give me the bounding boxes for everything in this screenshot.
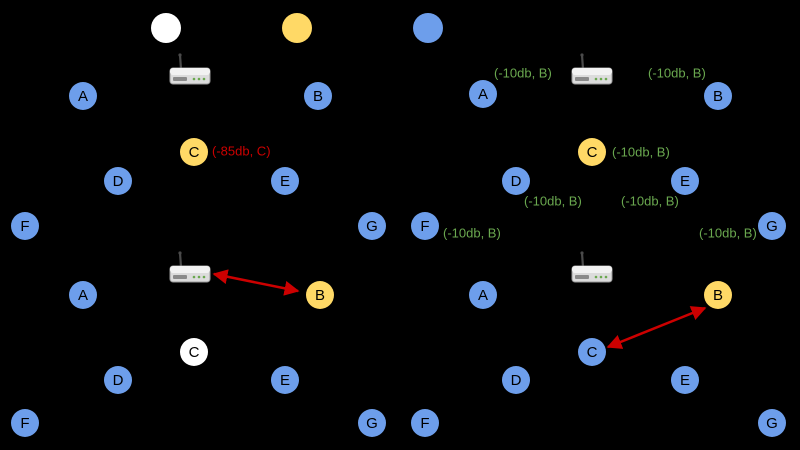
node-top-left-D: D — [104, 167, 132, 195]
node-top-left-B: B — [304, 82, 332, 110]
node-top-left-E: E — [271, 167, 299, 195]
node-bottom-left-B: B — [306, 281, 334, 309]
router-top-left — [167, 52, 213, 92]
node-top-left-A: A — [69, 82, 97, 110]
node-bottom-right-C: C — [578, 338, 606, 366]
node-bottom-right-D: D — [502, 366, 530, 394]
signal-annotation-top-right: (-10db, B) — [621, 193, 679, 209]
node-bottom-right-A: A — [469, 281, 497, 309]
signal-annotation-top-right: (-10db, B) — [524, 193, 582, 209]
node-top-right-D: D — [502, 167, 530, 195]
node-top-right-F: F — [411, 212, 439, 240]
node-bottom-left-C: C — [180, 338, 208, 366]
node-bottom-left-F: F — [11, 409, 39, 437]
signal-annotation-top-left: (-85db, C) — [212, 143, 271, 159]
router-bottom-left — [167, 250, 213, 290]
legend-circle-blue — [413, 13, 443, 43]
node-bottom-right-B: B — [704, 281, 732, 309]
node-bottom-right-F: F — [411, 409, 439, 437]
node-bottom-right-E: E — [671, 366, 699, 394]
roaming-arrow-bottom-left — [212, 269, 300, 296]
router-top-right — [569, 52, 615, 92]
node-bottom-left-D: D — [104, 366, 132, 394]
signal-annotation-top-right: (-10db, B) — [699, 225, 757, 241]
node-top-left-G: G — [358, 212, 386, 240]
node-bottom-left-A: A — [69, 281, 97, 309]
signal-annotation-top-right: (-10db, B) — [443, 225, 501, 241]
node-top-left-F: F — [11, 212, 39, 240]
signal-annotation-top-right: (-10db, B) — [494, 65, 552, 81]
node-top-left-C: C — [180, 138, 208, 166]
wifi-router-icon — [169, 251, 211, 283]
wifi-router-icon — [571, 53, 613, 85]
wifi-router-icon — [169, 53, 211, 85]
node-bottom-left-E: E — [271, 366, 299, 394]
router-bottom-right — [569, 250, 615, 290]
signal-annotation-top-right: (-10db, B) — [648, 65, 706, 81]
roaming-arrow-bottom-right — [606, 306, 707, 349]
legend-circle-white — [151, 13, 181, 43]
legend-circle-yellow — [282, 13, 312, 43]
node-top-right-B: B — [704, 82, 732, 110]
node-bottom-right-G: G — [758, 409, 786, 437]
signal-annotation-top-right: (-10db, B) — [612, 144, 670, 160]
node-top-right-G: G — [758, 212, 786, 240]
node-bottom-left-G: G — [358, 409, 386, 437]
node-top-right-A: A — [469, 80, 497, 108]
wifi-router-icon — [571, 251, 613, 283]
node-top-right-E: E — [671, 167, 699, 195]
node-top-right-C: C — [578, 138, 606, 166]
